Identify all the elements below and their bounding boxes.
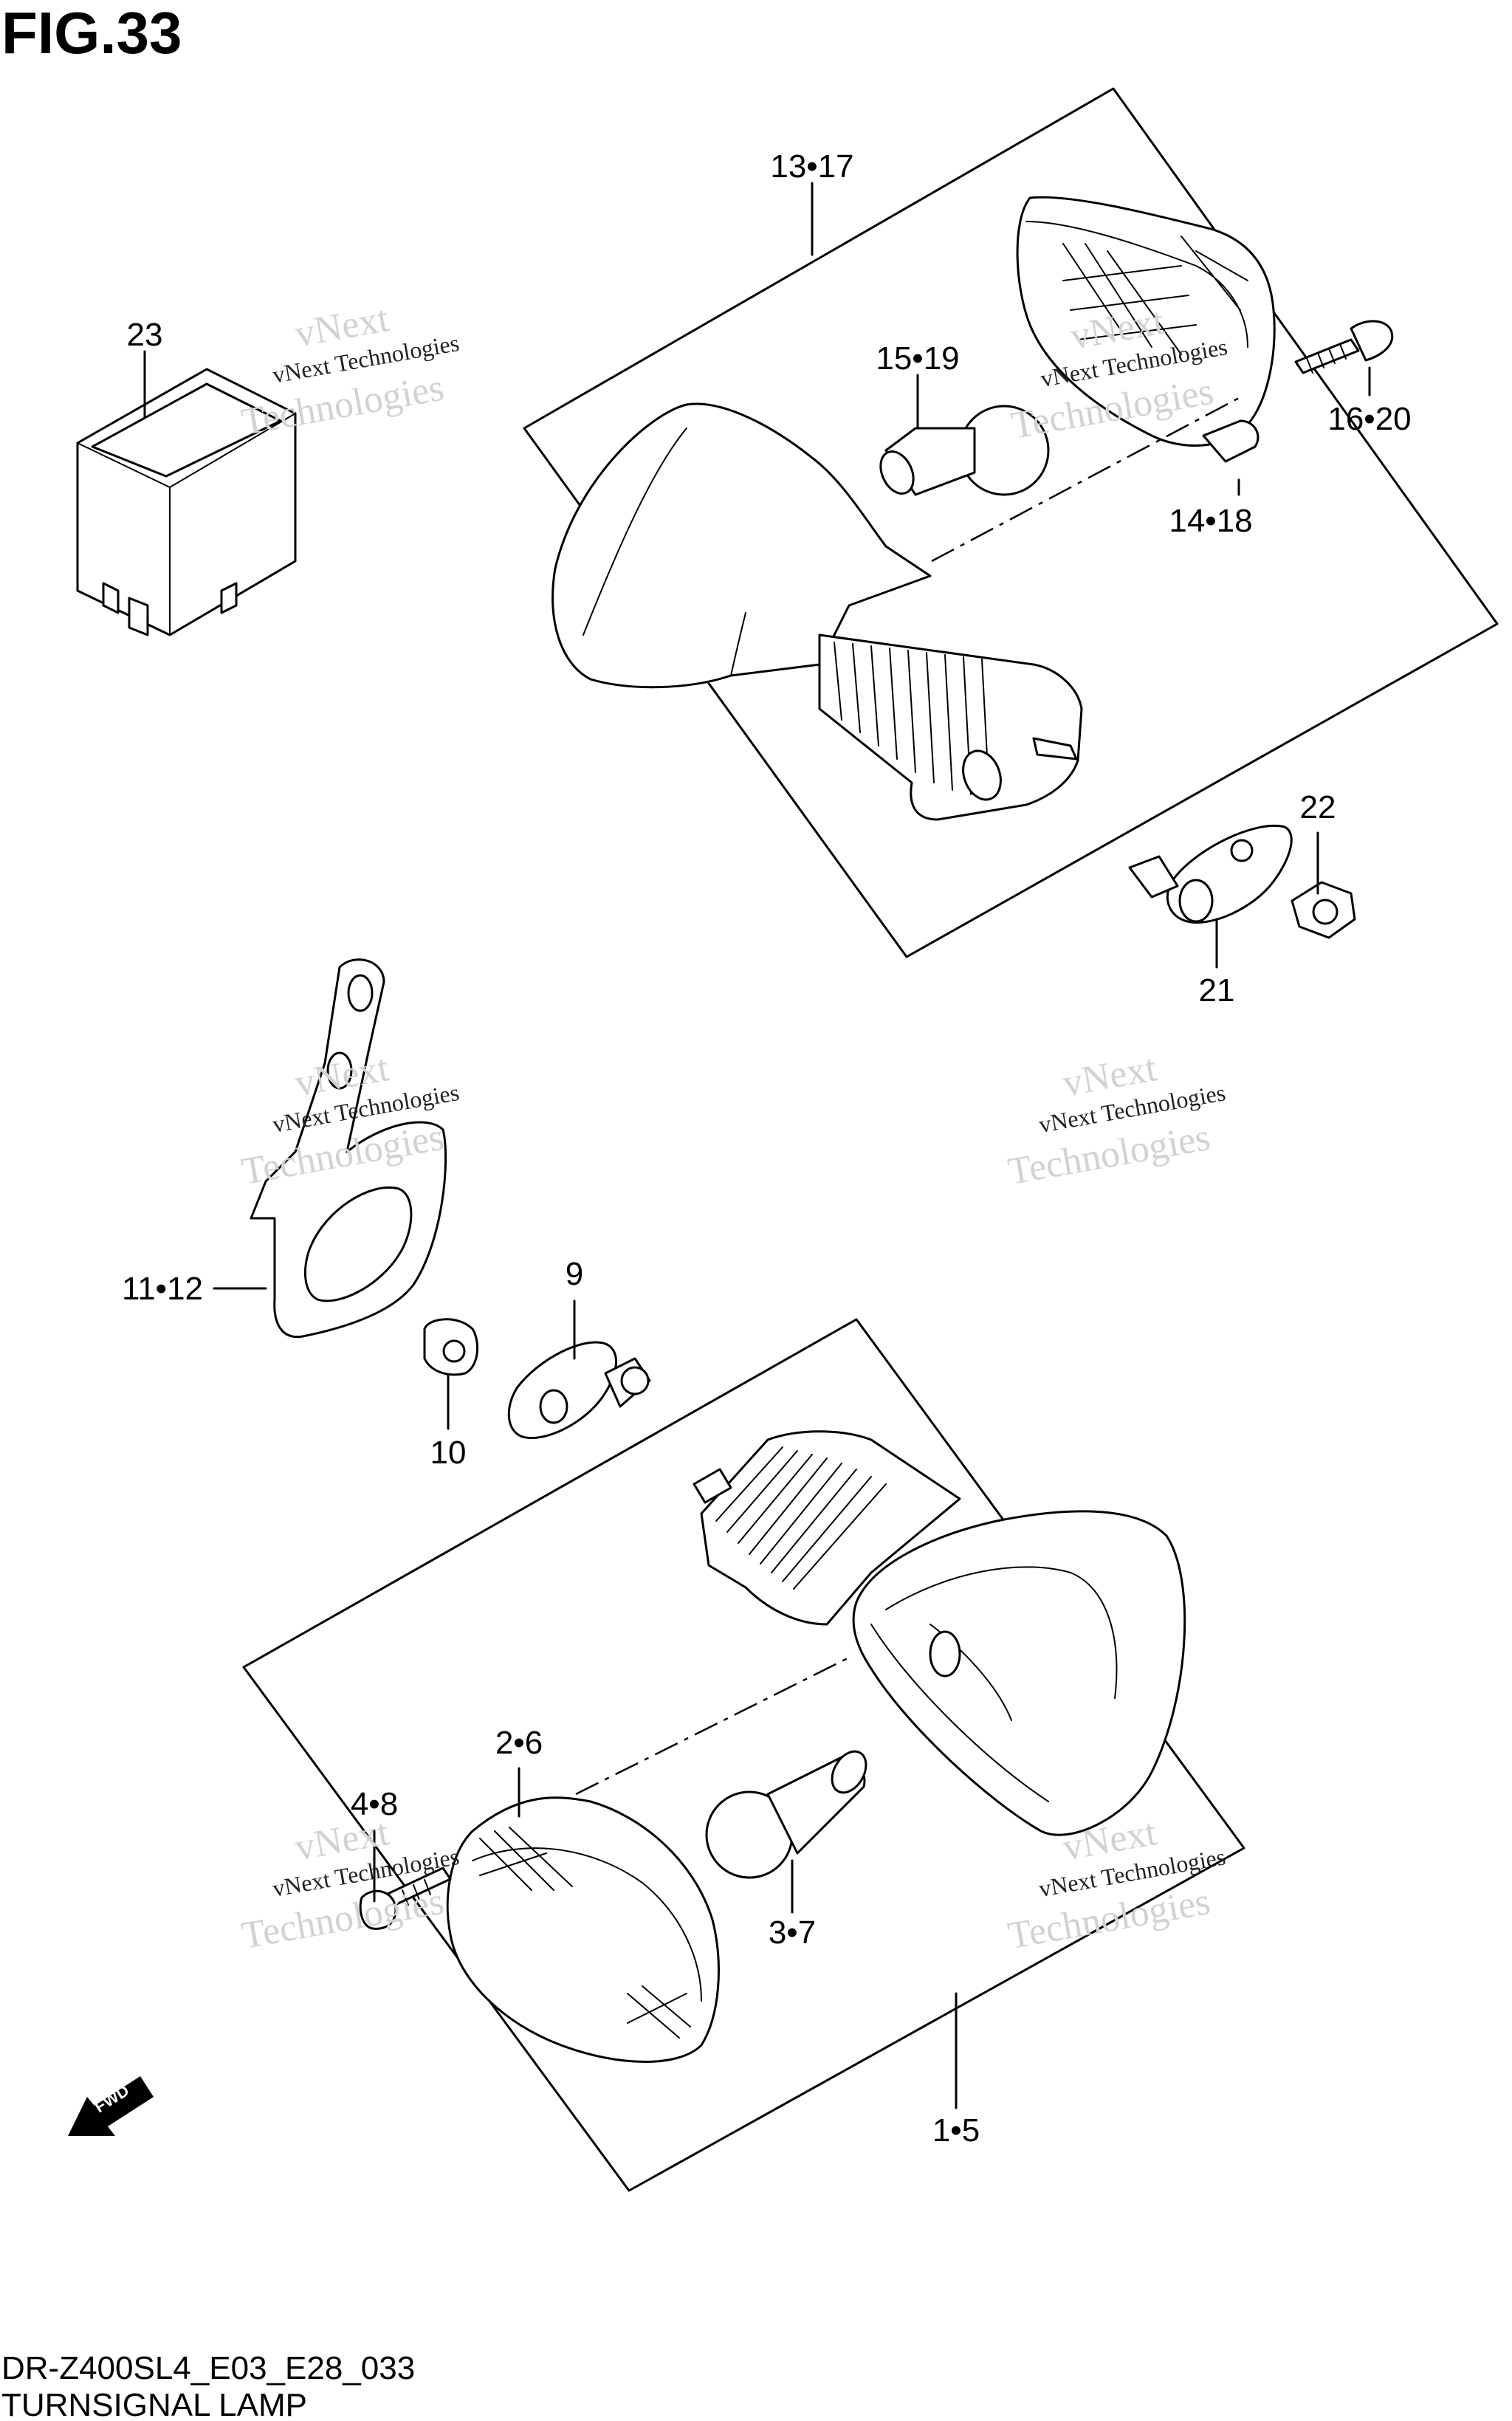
callout-4-8: 4•8 bbox=[351, 1786, 398, 1822]
figure-number: FIG.33 bbox=[1, 0, 182, 66]
upper-lens-hatch bbox=[1062, 236, 1248, 355]
svg-text:Technologies: Technologies bbox=[1005, 1116, 1213, 1193]
svg-text:Technologies: Technologies bbox=[1005, 1881, 1213, 1957]
relay bbox=[76, 368, 297, 636]
lower-lens bbox=[446, 1796, 720, 2063]
svg-text:Technologies: Technologies bbox=[238, 1881, 447, 1957]
lower-lens-hatch bbox=[479, 1827, 691, 2039]
collar bbox=[423, 1318, 479, 1376]
callout-21: 21 bbox=[1199, 972, 1235, 1009]
upper-screw bbox=[1294, 320, 1394, 374]
figure-title: TURNSIGNAL LAMP bbox=[1, 2387, 307, 2421]
callout-9: 9 bbox=[566, 1256, 583, 1292]
upper-lens bbox=[1016, 196, 1276, 463]
callout-15-19: 15•19 bbox=[876, 340, 959, 377]
watermark-4: vNext vNext Technologies Technologies bbox=[1005, 1047, 1227, 1193]
bracket bbox=[250, 958, 447, 1339]
upper-nut bbox=[1291, 881, 1356, 939]
lower-lamp-housing bbox=[693, 1430, 1186, 1836]
upper-lamp-housing bbox=[551, 402, 1083, 821]
callout-22: 22 bbox=[1300, 789, 1336, 825]
lower-assembly-box bbox=[242, 1318, 1245, 2192]
callout-1-5: 1•5 bbox=[932, 2112, 980, 2149]
lower-boot-ribs bbox=[715, 1446, 887, 1590]
lower-bulb bbox=[705, 1750, 867, 1879]
fwd-arrow: FWD bbox=[68, 2076, 154, 2136]
lower-axis-line bbox=[575, 1656, 850, 1796]
upper-assembly-box bbox=[523, 87, 1499, 958]
callout-16-20: 16•20 bbox=[1327, 401, 1411, 437]
callout-23: 23 bbox=[127, 317, 163, 353]
lower-screw bbox=[359, 1867, 452, 1930]
callout-13-17: 13•17 bbox=[770, 148, 853, 185]
callout-11-12: 11•12 bbox=[122, 1271, 203, 1307]
callout-14-18: 14•18 bbox=[1169, 503, 1252, 539]
model-code: DR-Z400SL4_E03_E28_033 bbox=[1, 2350, 415, 2386]
callout-10: 10 bbox=[430, 1435, 467, 1471]
upper-grommet bbox=[1128, 825, 1293, 924]
lower-grommet bbox=[507, 1341, 651, 1440]
callout-2-6: 2•6 bbox=[495, 1725, 543, 1761]
watermark-3: vNext vNext Technologies Technologies bbox=[238, 1047, 461, 1193]
svg-text:Technologies: Technologies bbox=[238, 367, 447, 444]
upper-bulb bbox=[879, 405, 1050, 496]
watermark-1: vNext vNext Technologies Technologies bbox=[238, 298, 461, 444]
leader-lines bbox=[143, 182, 1371, 2109]
callout-3-7: 3•7 bbox=[769, 1915, 816, 1951]
upper-axis-line bbox=[931, 396, 1241, 563]
